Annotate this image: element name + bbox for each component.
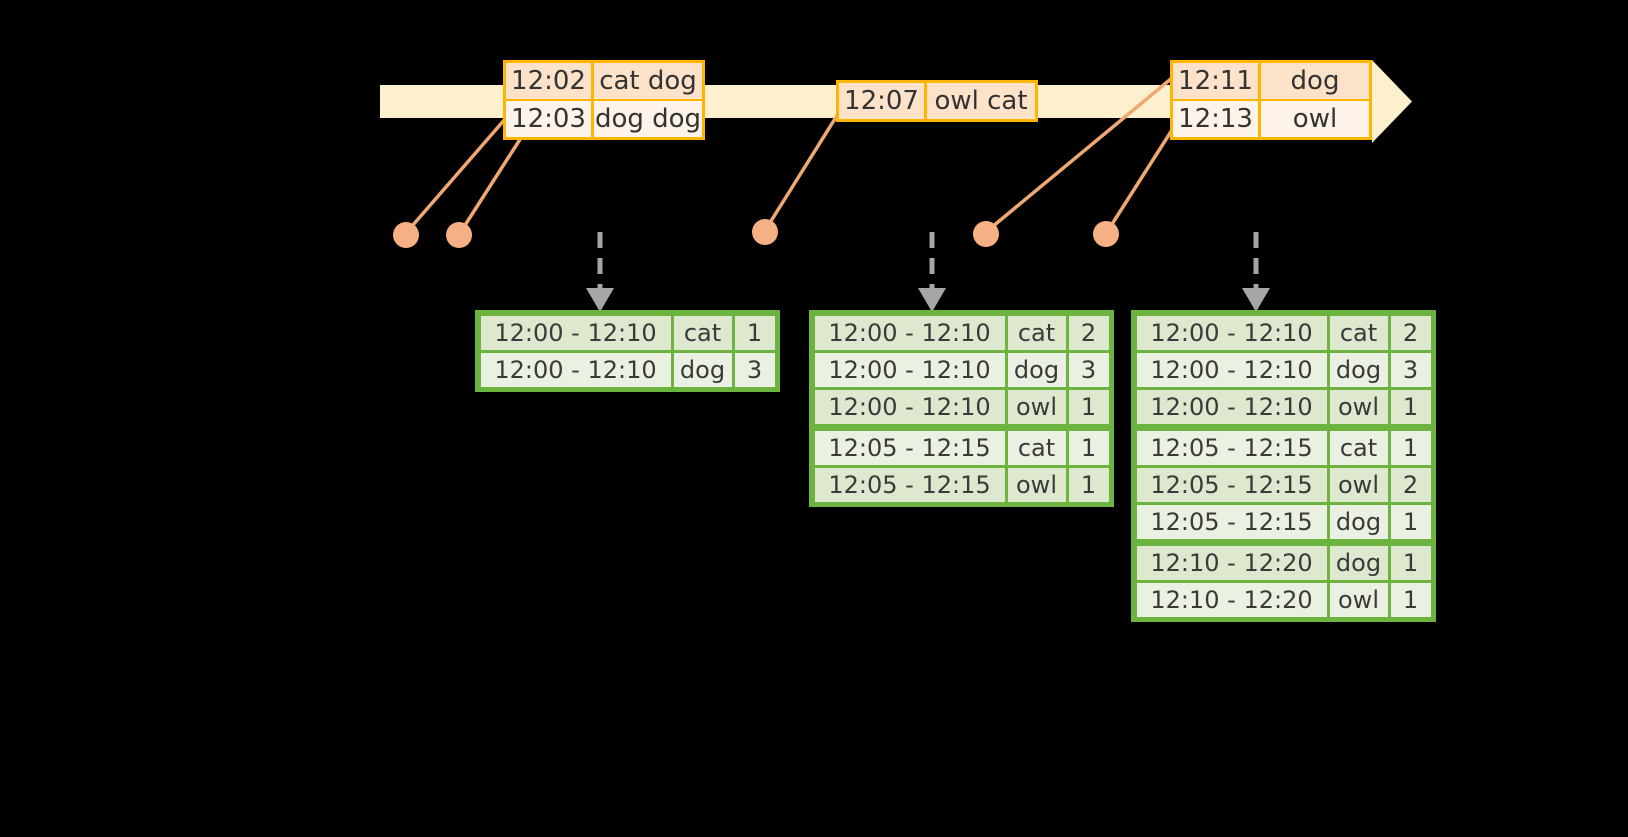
event-dot-5	[1093, 221, 1119, 247]
key-cell: dog	[1329, 352, 1388, 387]
window-cell: 12:05 - 12:15	[1136, 430, 1327, 465]
window-cell: 12:10 - 12:20	[1136, 582, 1327, 617]
key-cell: cat	[1007, 315, 1066, 350]
event-time: 12:07	[839, 83, 927, 119]
event-row: 12:07 owl cat	[839, 83, 1035, 119]
connector-line-3	[764, 113, 840, 230]
window-cell: 12:00 - 12:10	[1136, 389, 1327, 424]
window-cell: 12:00 - 12:10	[480, 352, 671, 387]
event-dot-4	[973, 221, 999, 247]
connector-line-2	[458, 129, 528, 234]
count-cell: 1	[1068, 389, 1109, 424]
count-cell: 3	[1390, 352, 1431, 387]
key-cell: owl	[1329, 582, 1388, 617]
count-cell: 1	[734, 315, 775, 350]
event-words: dog	[1261, 63, 1369, 99]
event-box-1[interactable]: 12:02 cat dog 12:03 dog dog	[503, 60, 705, 140]
dashed-arrow-head-3	[1242, 288, 1270, 312]
event-row: 12:13 owl	[1173, 99, 1369, 137]
event-words: cat dog	[594, 63, 702, 99]
connector-line-5	[1105, 129, 1174, 233]
key-cell: cat	[673, 315, 732, 350]
key-cell: dog	[673, 352, 732, 387]
window-cell: 12:00 - 12:10	[814, 389, 1005, 424]
window-cell: 12:00 - 12:10	[1136, 315, 1327, 350]
event-row: 12:11 dog	[1173, 63, 1369, 99]
event-words: owl cat	[927, 83, 1035, 119]
key-cell: owl	[1007, 467, 1066, 502]
count-cell: 1	[1390, 430, 1431, 465]
event-row: 12:03 dog dog	[506, 99, 702, 137]
window-cell: 12:05 - 12:15	[814, 467, 1005, 502]
count-cell: 3	[734, 352, 775, 387]
key-cell: cat	[1329, 430, 1388, 465]
connector-dots	[393, 219, 1119, 248]
key-cell: dog	[1329, 545, 1388, 580]
window-cell: 12:00 - 12:10	[814, 352, 1005, 387]
event-words: dog dog	[594, 101, 702, 137]
dashed-arrow-head-1	[586, 288, 614, 312]
event-time: 12:11	[1173, 63, 1261, 99]
dashed-arrow-head-2	[918, 288, 946, 312]
key-cell: cat	[1007, 430, 1066, 465]
window-cell: 12:00 - 12:10	[814, 315, 1005, 350]
event-time: 12:03	[506, 101, 594, 137]
event-dot-1	[393, 222, 419, 248]
event-dot-2	[446, 222, 472, 248]
count-cell: 2	[1068, 315, 1109, 350]
count-cell: 2	[1390, 315, 1431, 350]
event-time: 12:13	[1173, 101, 1261, 137]
key-cell: owl	[1007, 389, 1066, 424]
count-cell: 1	[1390, 545, 1431, 580]
dashed-arrows	[597, 232, 1259, 290]
event-box-3[interactable]: 12:11 dog 12:13 owl	[1170, 60, 1372, 140]
key-cell: cat	[1329, 315, 1388, 350]
event-box-2[interactable]: 12:07 owl cat	[836, 80, 1038, 122]
window-cell: 12:00 - 12:10	[480, 315, 671, 350]
connector-line-1	[404, 116, 508, 235]
key-cell: dog	[1329, 504, 1388, 539]
count-cell: 1	[1068, 430, 1109, 465]
event-words: owl	[1261, 101, 1369, 137]
window-cell: 12:05 - 12:15	[814, 430, 1005, 465]
window-cell: 12:10 - 12:20	[1136, 545, 1327, 580]
window-cell: 12:00 - 12:10	[1136, 352, 1327, 387]
key-cell: dog	[1007, 352, 1066, 387]
key-cell: owl	[1329, 467, 1388, 502]
key-cell: owl	[1329, 389, 1388, 424]
event-time: 12:02	[506, 63, 594, 99]
count-cell: 1	[1390, 582, 1431, 617]
count-cell: 1	[1068, 467, 1109, 502]
count-cell: 2	[1390, 467, 1431, 502]
window-cell: 12:05 - 12:15	[1136, 504, 1327, 539]
count-cell: 3	[1068, 352, 1109, 387]
event-dot-3	[752, 219, 778, 245]
event-row: 12:02 cat dog	[506, 63, 702, 99]
count-cell: 1	[1390, 504, 1431, 539]
window-cell: 12:05 - 12:15	[1136, 467, 1327, 502]
count-cell: 1	[1390, 389, 1431, 424]
dashed-arrow-heads	[586, 288, 1270, 312]
